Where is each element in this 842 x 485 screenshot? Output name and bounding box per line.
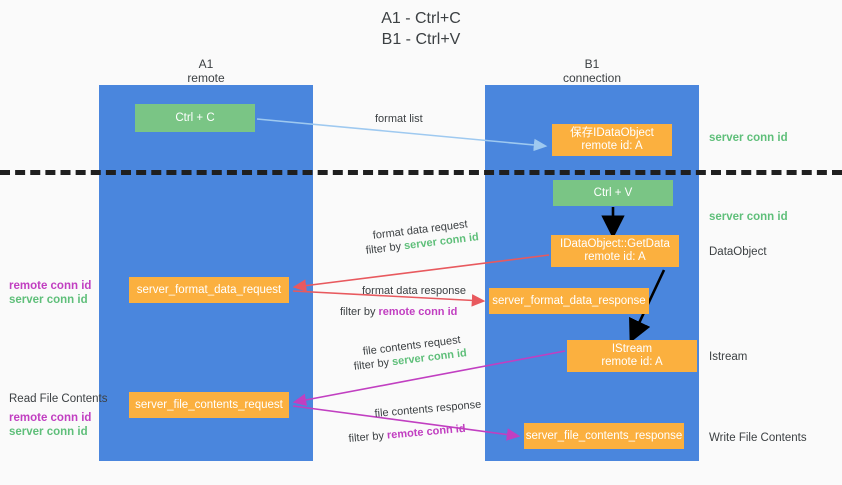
column-a1-role: remote	[187, 71, 225, 85]
label-read-file-contents: Read File Contents	[9, 393, 108, 405]
filter-prefix: filter by	[340, 306, 379, 318]
column-header-a1: A1 remote	[99, 57, 313, 85]
label-write-file-contents: Write File Contents	[709, 432, 807, 444]
box-ctrl-v-label: Ctrl + V	[593, 186, 633, 199]
box-save-idataobject[interactable]: 保存IDataObject remote id: A	[552, 124, 672, 156]
box-server-file-contents-response[interactable]: server_file_contents_response	[524, 423, 684, 449]
label-remote-conn-id-b: remote conn id	[9, 412, 92, 424]
box-istream-line2: remote id: A	[601, 356, 663, 368]
box-getdata-line2: remote id: A	[584, 251, 646, 263]
filter-prefix: filter by	[348, 429, 388, 445]
box-server-format-data-request[interactable]: server_format_data_request	[129, 277, 289, 303]
column-b1-role: connection	[562, 71, 622, 85]
title-line-1: A1 - Ctrl+C	[381, 10, 461, 27]
box-istream[interactable]: IStream remote id: A	[567, 340, 697, 372]
box-ctrl-v[interactable]: Ctrl + V	[553, 180, 673, 206]
label-server-conn-id-a: server conn id	[9, 294, 88, 306]
diagram-title: A1 - Ctrl+C B1 - Ctrl+V	[0, 8, 842, 50]
label-format-list: format list	[375, 113, 423, 125]
filter-value-remote-conn-id: remote conn id	[378, 306, 458, 318]
label-conn-ids-file: remote conn id server conn id	[9, 411, 91, 439]
title-line-2: B1 - Ctrl+V	[381, 31, 461, 48]
box-server-format-data-response[interactable]: server_format_data_response	[489, 288, 649, 314]
column-b1-name: B1	[584, 57, 600, 71]
column-header-b1: B1 connection	[485, 57, 699, 85]
filter-prefix: filter by	[353, 356, 393, 373]
box-ctrl-c-label: Ctrl + C	[175, 111, 215, 124]
filter-prefix: filter by	[365, 240, 405, 257]
label-remote-conn-id-a: remote conn id	[9, 280, 92, 292]
box-ctrl-c[interactable]: Ctrl + C	[135, 104, 255, 132]
box-server-file-contents-request[interactable]: server_file_contents_request	[129, 392, 289, 418]
box-save-idataobject-line1: 保存IDataObject	[570, 127, 654, 139]
label-conn-ids-format: remote conn id server conn id	[9, 279, 91, 307]
column-a1-name: A1	[198, 57, 214, 71]
box-file-contents-response-label: server_file_contents_response	[525, 429, 683, 442]
label-file-contents-response: file contents response	[374, 398, 482, 420]
filter-value-remote-conn-id: remote conn id	[386, 422, 467, 442]
box-file-contents-request-label: server_file_contents_request	[135, 398, 283, 411]
box-getdata-line1: IDataObject::GetData	[560, 238, 670, 250]
label-format-data-response-filter: filter by remote conn id	[340, 305, 457, 319]
box-format-data-request-label: server_format_data_request	[136, 283, 282, 296]
label-server-conn-id-b: server conn id	[9, 426, 88, 438]
box-idataobject-getdata[interactable]: IDataObject::GetData remote id: A	[551, 235, 679, 267]
box-istream-line1: IStream	[611, 343, 653, 355]
box-save-idataobject-line2: remote id: A	[581, 140, 643, 152]
label-file-contents-response-filter: filter by remote conn id	[348, 422, 466, 446]
label-server-conn-id-mid: server conn id	[709, 211, 788, 223]
label-server-conn-id-top: server conn id	[709, 132, 788, 144]
box-format-data-response-label: server_format_data_response	[492, 294, 646, 307]
label-istream: Istream	[709, 351, 748, 363]
label-dataobject: DataObject	[709, 246, 767, 258]
label-format-data-response: format data response	[362, 285, 466, 297]
phase-divider	[0, 170, 842, 175]
